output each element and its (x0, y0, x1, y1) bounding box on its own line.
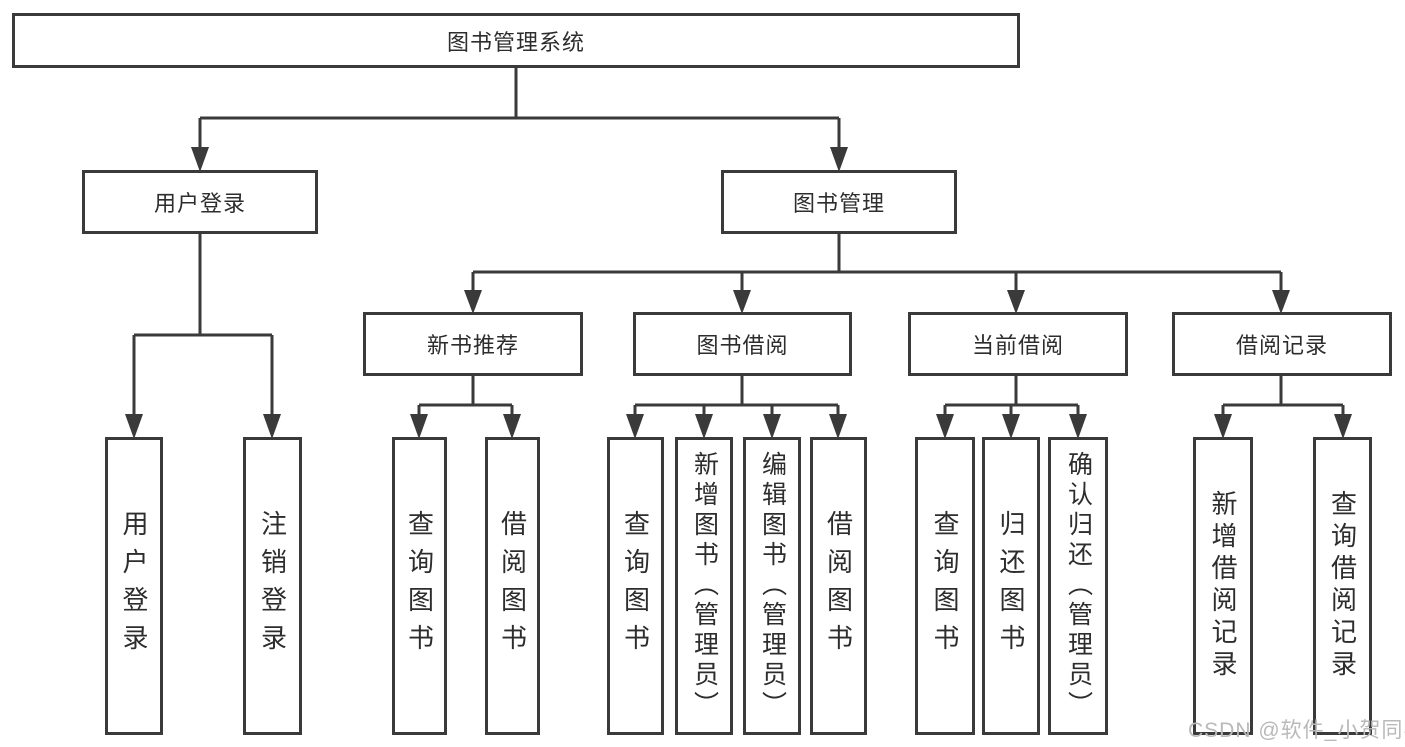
leaf-borrow-books-borrowing: 借阅图书 (810, 437, 867, 735)
node-label: 图书管理 (792, 191, 885, 216)
leaf-return-books: 归还图书 (982, 437, 1040, 735)
leaf-logout-login: 注销登录 (243, 437, 302, 735)
node-book-management: 图书管理 (721, 170, 957, 234)
node-label: 查询图书 (620, 510, 651, 662)
node-library-management-system: 图书管理系统 (12, 13, 1020, 68)
node-label: 当前借阅 (971, 333, 1064, 358)
node-label: 新增图书（管理员） (690, 451, 719, 721)
leaf-query-borrow-record: 查询借阅记录 (1313, 437, 1372, 735)
node-label: 注销登录 (257, 510, 288, 662)
node-label: 新书推荐 (426, 333, 519, 358)
leaf-borrow-books-recommend: 借阅图书 (485, 437, 540, 735)
node-label: 图书借阅 (696, 333, 789, 358)
node-user-login: 用户登录 (82, 170, 318, 234)
node-label: 归还图书 (996, 510, 1026, 662)
node-book-borrowing: 图书借阅 (633, 312, 852, 376)
node-label: 用户登录 (153, 191, 246, 216)
leaf-query-books-current: 查询图书 (915, 437, 975, 735)
watermark-text: CSDN @软件_小贺同学 (1188, 719, 1405, 742)
node-new-book-recommend: 新书推荐 (363, 312, 583, 376)
leaf-add-borrow-record: 新增借阅记录 (1193, 437, 1253, 735)
node-label: 查询借阅记录 (1327, 490, 1358, 682)
leaf-query-books-borrowing: 查询图书 (607, 437, 664, 735)
leaf-query-books-recommend: 查询图书 (392, 437, 447, 735)
leaf-confirm-return-admin: 确认归还（管理员） (1048, 437, 1108, 735)
leaf-add-books-admin: 新增图书（管理员） (675, 437, 733, 735)
node-label: 确认归还（管理员） (1064, 451, 1093, 721)
node-label: 新增借阅记录 (1208, 490, 1238, 682)
node-label: 用户登录 (119, 510, 149, 662)
node-current-borrowing: 当前借阅 (908, 312, 1128, 376)
leaf-user-login: 用户登录 (105, 437, 163, 735)
node-label: 图书管理系统 (446, 29, 585, 55)
node-borrowing-records: 借阅记录 (1172, 312, 1392, 376)
node-label: 查询图书 (930, 510, 960, 662)
node-label: 借阅图书 (497, 510, 528, 662)
node-label: 借阅图书 (823, 510, 854, 662)
node-label: 查询图书 (404, 510, 435, 662)
leaf-edit-books-admin: 编辑图书（管理员） (743, 437, 801, 735)
node-label: 借阅记录 (1235, 333, 1328, 358)
node-label: 编辑图书（管理员） (758, 451, 787, 721)
